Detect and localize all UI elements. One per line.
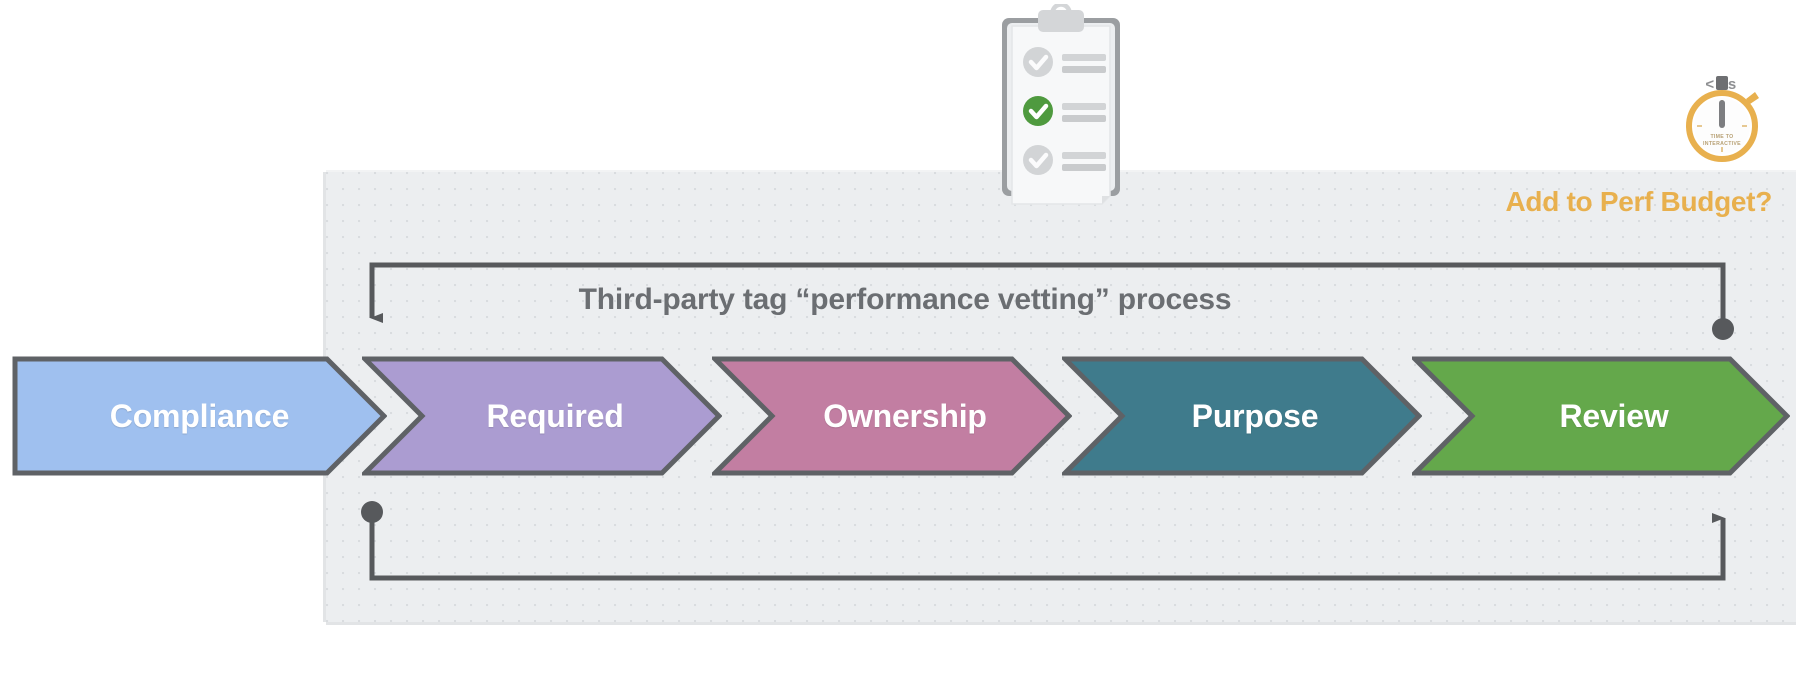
stage-chevron-required[interactable]: Required [362,356,722,476]
clipboard-checklist-icon [986,2,1136,229]
stage-chevron-ownership[interactable]: Ownership [712,356,1072,476]
stage-label: Review [1559,397,1669,434]
stage-label: Compliance [109,397,290,434]
stopwatch-icon: TIME TO INTERACTIVE [1672,68,1772,168]
svg-text:INTERACTIVE: INTERACTIVE [1703,141,1741,147]
stage-chevron-review[interactable]: Review [1412,356,1790,476]
stage-chevron-compliance[interactable]: Compliance [12,356,387,476]
stage-label: Ownership [823,397,987,434]
process-title: Third-party tag “performance vetting” pr… [578,283,1232,316]
svg-text:TIME TO: TIME TO [1710,134,1733,140]
stage-label: Required [486,397,624,434]
process-stage-row: Compliance Required Ownership Purpose [0,356,1810,476]
stage-chevron-purpose[interactable]: Purpose [1062,356,1422,476]
add-to-perf-budget-label: Add to Perf Budget? [1505,186,1773,217]
stage-label: Purpose [1191,397,1319,434]
